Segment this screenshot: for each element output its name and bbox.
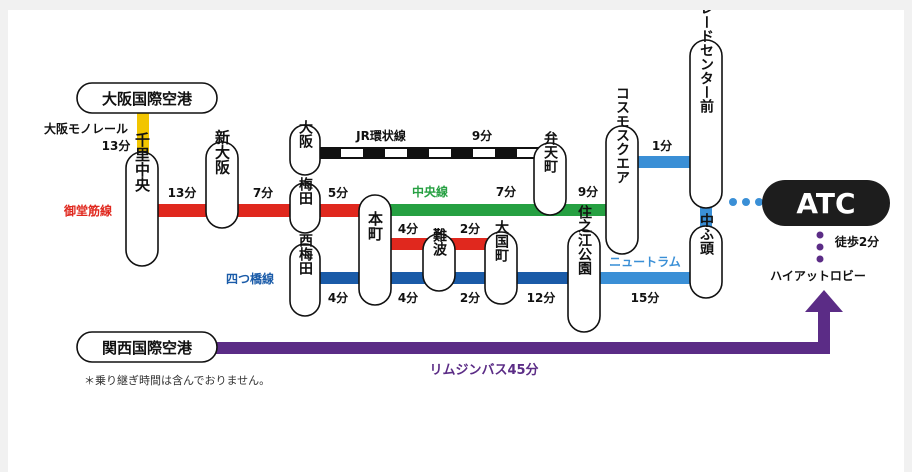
station-suminoekoen-label: 住之江公園 <box>576 204 592 276</box>
station-itami-label: 大阪国際空港 <box>102 90 193 108</box>
monorail-line <box>137 112 149 156</box>
line-monorail-label: 大阪モノレール <box>44 121 128 136</box>
line-chuo-label: 中央線 <box>412 184 448 199</box>
station-bentencho-label: 弁天町 <box>542 130 558 174</box>
lobby-label: ハイアットロビー <box>770 268 866 283</box>
station-umeda-label: 梅田 <box>297 176 313 206</box>
station-daikokucho-label: 大国町 <box>493 219 509 263</box>
time-daikoku-suminoe: 12分 <box>527 290 556 305</box>
station-osaka-label: 大阪 <box>297 119 313 149</box>
time-bentencho-cosmo: 9分 <box>578 184 598 199</box>
station-umeda[interactable] <box>289 182 321 234</box>
time-honmachi-namba-blue: 4分 <box>398 290 418 305</box>
station-osaka[interactable] <box>289 124 321 176</box>
station-honmachi-label: 本町 <box>366 210 384 242</box>
time-shinosaka-umeda: 7分 <box>253 185 273 200</box>
route-map: 大阪国際空港 関西国際空港 千里中央 新大阪 大阪 梅田 西梅田 本町 難波 大… <box>44 10 890 387</box>
line-yotsubashi-label: 四つ橋線 <box>226 271 274 286</box>
line-jr-loop-label: JR環状線 <box>355 128 406 143</box>
station-cosmosquare-label: コスモスクエア <box>614 86 630 184</box>
line-midosuji-label: 御堂筋線 <box>63 203 112 218</box>
walk-dot-purple <box>816 243 824 251</box>
time-honmachi-namba-red: 4分 <box>398 221 418 236</box>
station-kansai-label: 関西国際空港 <box>102 339 193 357</box>
station-namba-label: 難波 <box>431 227 447 257</box>
time-nishiumeda-honmachi: 4分 <box>328 290 348 305</box>
station-kansai[interactable] <box>76 331 218 363</box>
station-atc[interactable] <box>762 180 890 226</box>
time-suminoe-nakafuto: 15分 <box>631 290 660 305</box>
time-monorail: 13分 <box>102 138 131 153</box>
walk-time: 徒歩2分 <box>834 234 879 249</box>
station-senri[interactable] <box>125 151 159 267</box>
time-umeda-honmachi: 5分 <box>328 185 348 200</box>
transfer-note: ＊乗り継ぎ時間は含んでおりません。 <box>84 373 270 387</box>
newtram-line <box>595 272 705 284</box>
time-jr-loop: 9分 <box>472 128 492 143</box>
station-atc-label: ATC <box>796 187 855 220</box>
station-daikokucho[interactable] <box>484 231 518 305</box>
station-nishiumeda-label: 西梅田 <box>297 233 313 276</box>
bus-line-up <box>818 310 830 354</box>
bus-arrow <box>805 290 843 312</box>
station-shinosaka-label: 新大阪 <box>213 129 231 176</box>
walk-dot <box>729 198 737 206</box>
station-itami[interactable] <box>76 82 218 114</box>
station-nakafuto[interactable] <box>689 225 723 299</box>
station-tradecentermae[interactable] <box>689 39 723 209</box>
time-senri-shinosaka: 13分 <box>168 185 197 200</box>
bus-line <box>200 342 830 354</box>
station-cosmosquare[interactable] <box>605 125 639 255</box>
line-limousine-label: リムジンバス45分 <box>429 362 538 378</box>
route-map-panel: 大阪国際空港 関西国際空港 千里中央 新大阪 大阪 梅田 西梅田 本町 難波 大… <box>8 10 904 472</box>
station-namba[interactable] <box>422 233 456 292</box>
walk-dot <box>742 198 750 206</box>
station-bentencho[interactable] <box>533 142 567 216</box>
station-honmachi[interactable] <box>358 194 392 306</box>
station-shinosaka[interactable] <box>205 141 239 229</box>
walk-dot-purple <box>816 255 824 263</box>
newtram-line-cosmo <box>628 156 708 168</box>
midosuji-line <box>150 204 375 217</box>
walk-dot-purple <box>816 231 824 239</box>
station-suminoekoen[interactable] <box>567 229 601 333</box>
time-honmachi-bentencho: 7分 <box>496 184 516 199</box>
walk-dot <box>755 198 763 206</box>
station-nakafuto-label: 中ふ頭 <box>698 212 714 256</box>
station-nishiumeda[interactable] <box>289 243 321 317</box>
time-namba-daikoku-red: 2分 <box>460 221 480 236</box>
jr-loop-dashes <box>341 149 539 157</box>
time-cosmo-trade: 1分 <box>652 138 672 153</box>
time-namba-daikoku-blue: 2分 <box>460 290 480 305</box>
line-newtram-label: ニュートラム <box>609 255 681 269</box>
station-senri-label: 千里中央 <box>133 132 151 193</box>
station-tradecentermae-label: トレードセンター前 <box>698 10 714 114</box>
